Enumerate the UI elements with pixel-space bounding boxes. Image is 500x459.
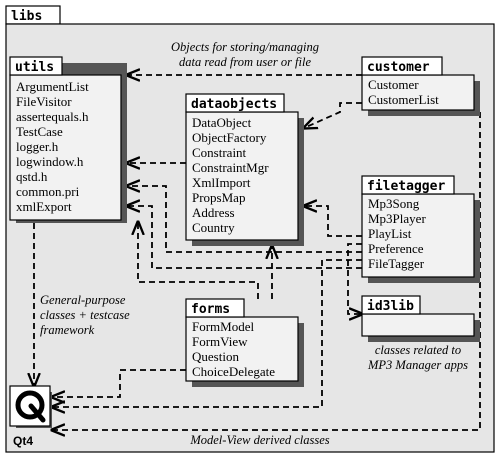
utils-item: assertequals.h xyxy=(16,109,89,124)
package-customer-body xyxy=(361,74,475,111)
edge-filetagger-utils-a xyxy=(127,186,362,253)
package-id3lib-body xyxy=(361,313,475,337)
dataobjects-item: Constraint xyxy=(192,145,247,160)
customer-item: Customer xyxy=(368,77,419,92)
customer-item: CustomerList xyxy=(368,92,439,107)
package-filetagger-body xyxy=(361,193,475,278)
dataobjects-item: Address xyxy=(192,205,235,220)
utils-item: TestCase xyxy=(16,124,63,139)
package-utils: utils ArgumentList FileVisitor assertequ… xyxy=(9,56,127,223)
note-id3lib: MP3 Manager apps xyxy=(367,358,468,372)
forms-item: Question xyxy=(192,349,239,364)
note-customer-edge: Objects for storing/managing xyxy=(171,40,319,54)
package-dataobjects: dataobjects DataObject ObjectFactory Con… xyxy=(185,93,304,246)
edge-customer-dataobjects xyxy=(304,102,362,128)
note-utils: framework xyxy=(40,323,95,337)
package-utils-label: utils xyxy=(15,60,54,75)
utils-item: qstd.h xyxy=(16,169,48,184)
package-customer-label: customer xyxy=(367,60,430,75)
package-dataobjects-tab xyxy=(185,93,285,113)
package-forms-tab xyxy=(185,298,245,318)
package-dataobjects-label: dataobjects xyxy=(191,97,277,112)
package-id3lib-label: id3lib xyxy=(367,299,414,314)
note-customer-edge: data read from user or file xyxy=(179,55,312,69)
edge-filetagger-utils-b xyxy=(127,206,362,269)
edge-filetagger-id3lib xyxy=(347,243,362,314)
utils-item: common.pri xyxy=(16,184,80,199)
dataobjects-item: DataObject xyxy=(192,115,252,130)
package-customer-tab xyxy=(361,56,443,76)
package-forms-label: forms xyxy=(191,302,230,317)
package-id3lib-tab xyxy=(361,295,421,315)
dataobjects-item: PropsMap xyxy=(192,190,245,205)
package-utils-body xyxy=(9,74,122,221)
dataobjects-item: ObjectFactory xyxy=(192,130,267,145)
filetagger-item: Preference xyxy=(368,241,424,256)
note-utils: classes + testcase xyxy=(40,308,130,322)
note-utils: General-purpose xyxy=(40,293,126,307)
package-libs-label: libs xyxy=(11,9,42,24)
dataobjects-item: Country xyxy=(192,220,235,235)
edge-filetagger-dataobjects xyxy=(304,206,362,237)
forms-item: FormModel xyxy=(192,319,255,334)
qt4-label: Qt4 xyxy=(13,434,33,448)
edge-filetagger-qt4 xyxy=(52,259,362,407)
package-qt4: Qt4 xyxy=(9,385,52,448)
utils-item: logwindow.h xyxy=(16,154,84,169)
utils-item: logger.h xyxy=(16,139,59,154)
filetagger-item: PlayList xyxy=(368,226,412,241)
filetagger-item: Mp3Song xyxy=(368,196,420,211)
package-forms: forms FormModel FormView Question Choice… xyxy=(185,298,304,387)
package-utils-tab xyxy=(9,56,63,76)
edge-forms-qt4 xyxy=(52,369,186,397)
forms-item: ChoiceDelegate xyxy=(192,364,275,379)
utils-item: xmlExport xyxy=(16,199,72,214)
notes: Objects for storing/managing data read f… xyxy=(40,40,468,447)
note-model-view: Model-View derived classes xyxy=(189,433,329,447)
note-id3lib: classes related to xyxy=(375,343,461,357)
package-filetagger-tab xyxy=(361,175,455,195)
package-customer: customer Customer CustomerList xyxy=(361,56,480,116)
qt4-logo-icon xyxy=(15,390,46,423)
forms-item: FormView xyxy=(192,334,248,349)
package-id3lib: id3lib xyxy=(361,295,480,342)
dataobjects-item: XmlImport xyxy=(192,175,251,190)
utils-item: FileVisitor xyxy=(16,94,72,109)
dataobjects-item: ConstraintMgr xyxy=(192,160,269,175)
utils-item: ArgumentList xyxy=(16,79,89,94)
filetagger-item: Mp3Player xyxy=(368,211,426,226)
package-filetagger-label: filetagger xyxy=(367,179,445,194)
filetagger-item: FileTagger xyxy=(368,256,425,271)
package-dataobjects-body xyxy=(185,111,299,241)
package-filetagger: filetagger Mp3Song Mp3Player PlayList Pr… xyxy=(361,175,480,283)
